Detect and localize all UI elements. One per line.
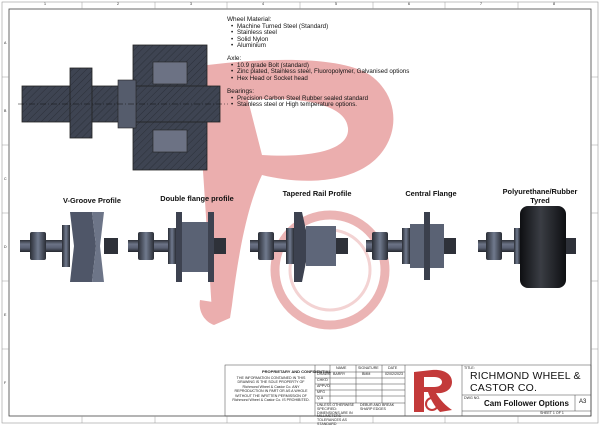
- spec-item: Machine Turned Steel (Standard): [231, 23, 328, 31]
- zone-row-label: B: [4, 109, 7, 113]
- dims-note: UNLESS OTHERWISE SPECIFIED: DIMENSIONS A…: [317, 403, 355, 426]
- row-label: DRAWN: [317, 372, 331, 376]
- tapered-rail-follower-drawing: [250, 212, 348, 282]
- zone-col-label: 6: [408, 2, 410, 6]
- spec-heading: Axle:: [227, 55, 242, 62]
- profile-label-v-groove: V-Groove Profile: [63, 196, 121, 205]
- col-signature: SIGNATURE: [358, 366, 379, 370]
- zone-row-label: F: [4, 381, 7, 385]
- spec-item: Precision Carbon Steel Rubber sealed sta…: [231, 95, 368, 103]
- central-flange-follower-drawing: [366, 212, 456, 280]
- sheet-number: SHEET 1 OF 1: [540, 411, 564, 415]
- spec-bearings: Bearings: Precision Carbon Steel Rubber …: [227, 88, 368, 109]
- drawn-signature: BMM: [362, 372, 371, 376]
- zone-col-label: 1: [44, 2, 46, 6]
- company-name-line2: CASTOR CO.: [470, 382, 538, 394]
- proprietary-heading: PROPRIETARY AND CONFIDENTIAL: [262, 369, 331, 374]
- col-name: NAME: [336, 366, 347, 370]
- company-logo: [414, 369, 452, 412]
- spec-item: Hex Head or Socket head: [231, 75, 409, 83]
- zone-row-label: C: [4, 177, 7, 181]
- v-groove-follower-drawing: [20, 212, 118, 282]
- col-date: DATE: [388, 366, 398, 370]
- zone-col-label: 8: [553, 2, 555, 6]
- company-name-line1: RICHMOND WHEEL &: [470, 370, 581, 382]
- row-label: MFG: [317, 390, 325, 394]
- double-flange-follower-drawing: [128, 212, 226, 282]
- zone-row-label: A: [4, 41, 7, 45]
- zone-col-label: 3: [190, 2, 192, 6]
- spec-heading: Bearings:: [227, 88, 254, 95]
- drawn-by: BARRY: [333, 372, 346, 376]
- profile-label-central-flange: Central Flange: [405, 189, 457, 198]
- zone-col-label: 4: [262, 2, 264, 6]
- profile-label-tapered-rail: Tapered Rail Profile: [282, 189, 352, 198]
- cross-section-drawing: [18, 44, 228, 171]
- zone-col-label: 5: [335, 2, 337, 6]
- spec-wheel-material: Wheel Material: Machine Turned Steel (St…: [227, 16, 328, 50]
- title-block-grid: [224, 364, 592, 417]
- zone-col-label: 7: [480, 2, 482, 6]
- spec-heading: Wheel Material:: [227, 16, 272, 23]
- zone-ticks: [2, 2, 598, 423]
- profile-label-double-flange: Double flange profile: [160, 194, 234, 203]
- spec-item: 10.9 grade Bolt (standard): [231, 62, 409, 70]
- row-label: Q.A: [317, 396, 324, 400]
- zone-row-label: E: [4, 313, 7, 317]
- dwg-no-label: DWG NO.: [464, 396, 481, 400]
- row-label: CHK'D: [317, 378, 328, 382]
- sheet-size: A3: [579, 399, 587, 405]
- profile-label-rubber-tyred: Polyurethane/Rubber Tyred: [502, 187, 578, 205]
- zone-row-label: D: [4, 245, 7, 249]
- debur-note: DEBUR AND BREAK SHARP EDGES: [360, 403, 395, 411]
- spec-item: Stainless steel: [231, 30, 328, 37]
- row-label: APPV'D: [317, 384, 330, 388]
- title-label: TITLE:: [464, 366, 475, 370]
- spec-axle: Axle: 10.9 grade Bolt (standard) Zinc pl…: [227, 55, 409, 83]
- logo-watermark: [178, 59, 394, 330]
- spec-item: Stainless steel or High temperature opti…: [231, 102, 368, 109]
- spec-item: Zinc plated, Stainless steel, Fluoropoly…: [231, 69, 409, 76]
- drawing-title: Cam Follower Options: [484, 399, 569, 408]
- zone-col-label: 2: [117, 2, 119, 6]
- rubber-tyred-follower-drawing: [478, 206, 576, 288]
- spec-item: Solid Nylon: [231, 36, 328, 44]
- drawn-date: 02/02/2023: [385, 372, 403, 376]
- spec-item: Aluminium: [231, 43, 328, 50]
- proprietary-text: THE INFORMATION CONTAINED IN THIS DRAWIN…: [232, 376, 310, 403]
